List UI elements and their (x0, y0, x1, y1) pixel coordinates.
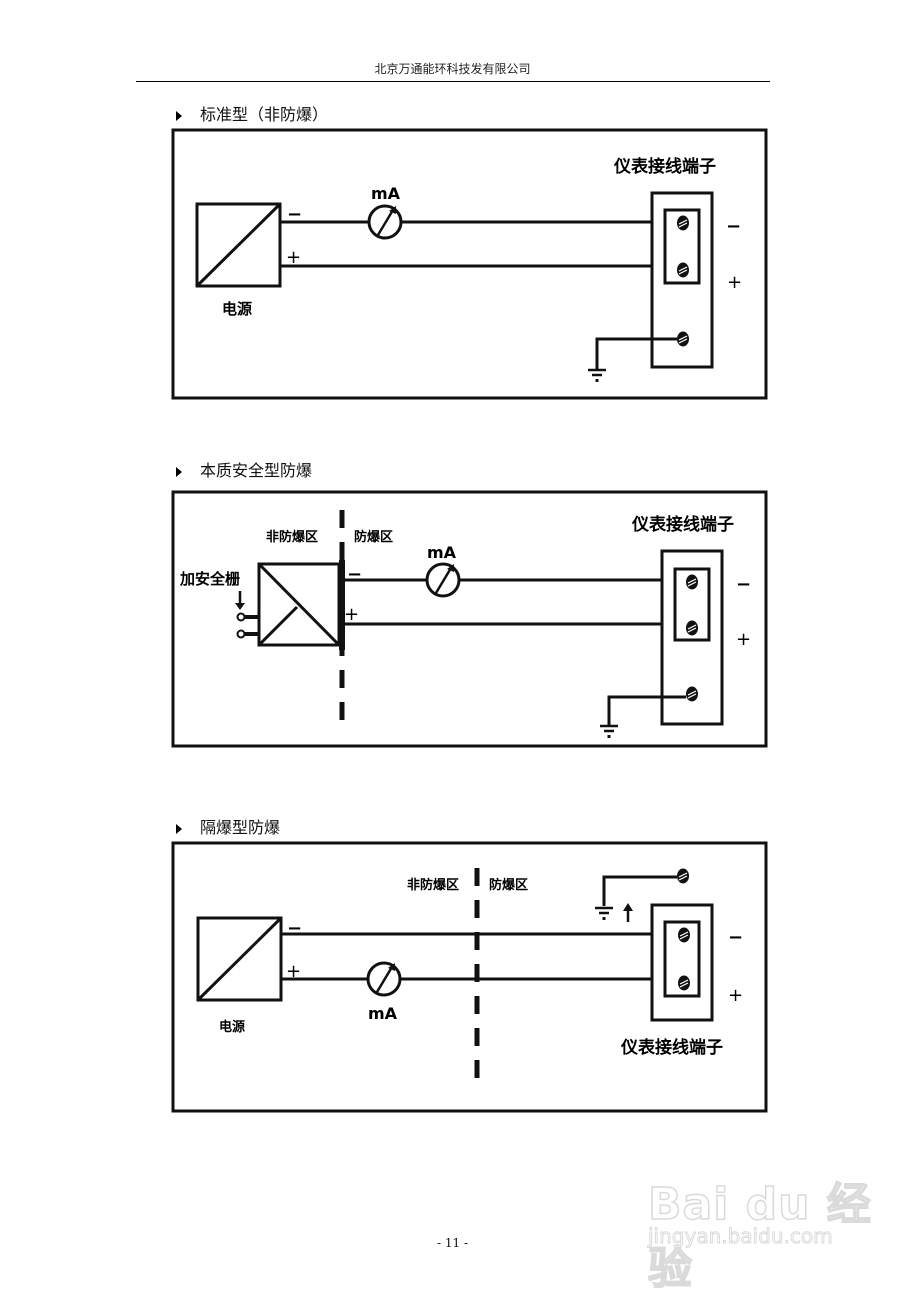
ground-wire (602, 875, 677, 906)
plus-sign: + (286, 961, 301, 982)
screw-terminal-icon (676, 330, 690, 348)
ground-wire (595, 337, 677, 370)
diagram-frame (171, 490, 768, 748)
terminal-label: 仪表接线端子 (613, 156, 716, 177)
meter-label: mA (427, 543, 457, 562)
diagram-frame (171, 128, 768, 400)
minus-sign: − (347, 564, 362, 585)
baidu-watermark: Bai du 经验 jingyan.baidu.com (640, 1140, 880, 1295)
screw-terminal-icon (677, 974, 691, 992)
section-title-text: 标准型（非防爆） (200, 105, 329, 124)
zone-hazard-label: 防爆区 (489, 877, 528, 893)
section-title-standard: 标准型（非防爆） (176, 101, 328, 125)
screw-terminal-icon (676, 261, 690, 279)
down-arrow-icon (235, 591, 245, 610)
watermark-url: jingyan.baidu.com (648, 1224, 834, 1249)
diagram-standard: 电源 − + mA 仪表接线端子 − + (171, 128, 768, 400)
zone-safe-label: 非防爆区 (266, 529, 318, 545)
diagram-frame (171, 841, 768, 1113)
section-title-text: 隔爆型防爆 (200, 818, 281, 837)
power-supply-icon (196, 916, 283, 1002)
input-terminal-icon (236, 629, 246, 639)
minus-sign: − (287, 918, 302, 939)
ammeter-icon (425, 562, 461, 598)
up-arrow-icon (623, 903, 633, 922)
bullet-icon (176, 823, 182, 834)
header-divider (136, 81, 770, 82)
plus-sign: + (286, 247, 301, 268)
terminal-minus: − (728, 927, 743, 948)
terminal-plus: + (728, 985, 743, 1006)
ground-icon (593, 906, 615, 922)
diagram-intrinsic-safety: 非防爆区 防爆区 加安全栅 − + mA 仪表接线端子 − + (171, 490, 768, 748)
diagram-flameproof: 非防爆区 防爆区 电源 − + mA − + 仪表接线端子 (171, 841, 768, 1113)
plus-sign: + (344, 604, 359, 625)
barrier-edge (339, 560, 345, 650)
section-title-intrinsic: 本质安全型防爆 (176, 457, 312, 481)
screw-terminal-icon (677, 926, 691, 944)
minus-sign: − (287, 204, 302, 225)
terminal-minus: − (726, 216, 741, 237)
power-label: 电源 (219, 1019, 245, 1035)
ground-icon (598, 724, 620, 740)
section-title-flameproof: 隔爆型防爆 (176, 814, 280, 838)
ground-icon (586, 368, 608, 384)
terminal-label: 仪表接线端子 (631, 514, 734, 535)
section-title-text: 本质安全型防爆 (200, 461, 313, 480)
barrier-label: 加安全栅 (179, 570, 240, 588)
terminal-plus: + (727, 272, 742, 293)
ammeter-icon (366, 961, 402, 997)
page-number: - 11 - (436, 1236, 468, 1250)
ammeter-icon (367, 204, 403, 240)
bullet-icon (176, 466, 182, 477)
terminal-label: 仪表接线端子 (620, 1037, 723, 1058)
terminal-minus: − (736, 574, 751, 595)
input-terminal-icon (236, 612, 246, 622)
power-label: 电源 (222, 300, 252, 318)
ground-wire (607, 695, 686, 726)
power-supply-icon (195, 202, 282, 288)
screw-terminal-icon (676, 214, 690, 232)
screw-terminal-icon (676, 867, 690, 885)
meter-label: mA (368, 1004, 398, 1023)
screw-terminal-icon (685, 573, 699, 591)
zone-hazard-label: 防爆区 (354, 529, 393, 545)
terminal-plus: + (736, 629, 751, 650)
meter-label: mA (371, 184, 401, 203)
watermark-logo: Bai du 经验 (647, 1178, 872, 1295)
screw-terminal-icon (685, 619, 699, 637)
bullet-icon (176, 110, 182, 121)
page-header-company: 北京万通能环科技发有限公司 (374, 62, 531, 76)
intrinsic-power-supply-icon (257, 562, 341, 647)
screw-terminal-icon (685, 685, 699, 703)
zone-safe-label: 非防爆区 (407, 877, 459, 893)
